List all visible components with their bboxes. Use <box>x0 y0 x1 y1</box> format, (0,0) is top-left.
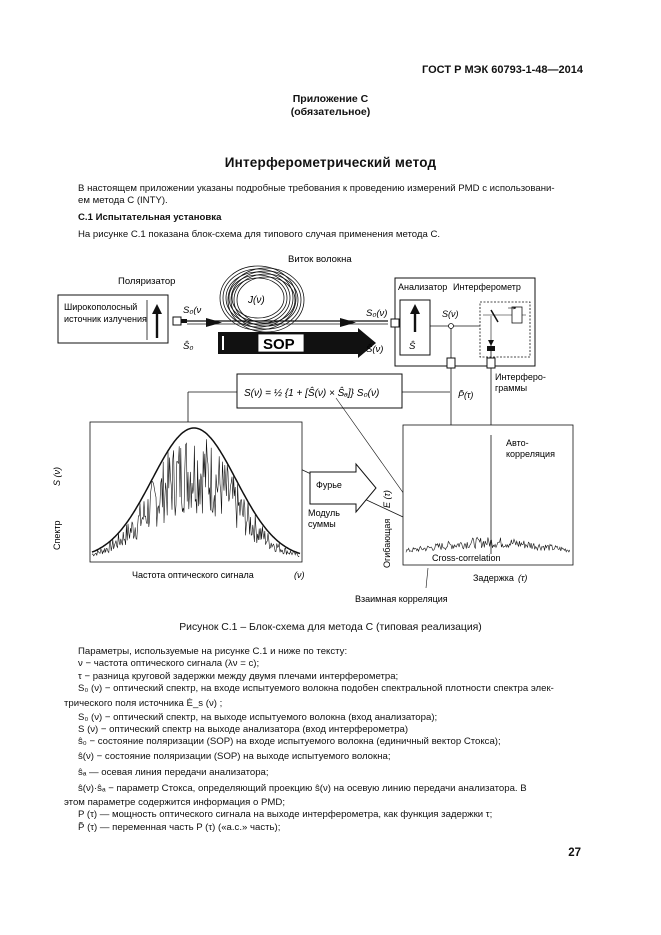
page-number: 27 <box>568 847 581 859</box>
modulus-label-line2: суммы <box>308 519 336 529</box>
param-line: ŝ(ν) − состояние поляризации (SOP) на вы… <box>78 750 391 762</box>
param-line: P (τ) — мощность оптического сигнала на … <box>78 809 493 821</box>
interferograms-label-line1: Интерферо- <box>495 372 546 382</box>
envelope-plot <box>402 424 574 566</box>
fourier-label: Фурье <box>316 480 342 490</box>
polarizer-connector-icon <box>172 316 182 326</box>
parameters-block: Параметры, используемые на рисунке С.1 и… <box>64 646 588 834</box>
spectrum-axis-label: Спектр <box>52 520 62 550</box>
param-line: S₀ (ν) − оптический спектр, на входе исп… <box>78 683 554 695</box>
output-spectrum-label: S₀(ν) <box>366 308 387 319</box>
output-sop-label: Ŝ(ν) <box>366 343 383 355</box>
param-line: ŝ(ν)·ŝₐ − параметр Стокса, определяющий … <box>78 782 527 794</box>
subsection-title: С.1 Испытательная установка <box>78 212 222 223</box>
delay-axis-symbol: (τ) <box>518 573 527 583</box>
broadband-source-box <box>57 294 169 344</box>
document-header: ГОСТ Р МЭК 60793-1-48—2014 <box>422 64 583 76</box>
envelope-axis-label: Огибающая <box>382 519 392 568</box>
param-line: S₀ (ν) − оптический спектр, на выходе ис… <box>78 711 438 723</box>
interferogram-symbol: P̃(τ) <box>458 389 473 400</box>
analyzer-sop-symbol: Ŝ <box>409 340 416 352</box>
mutual-correlation-label: Взаимная корреляция <box>355 594 448 604</box>
param-line: ν − частота оптического сигнала (λν = c)… <box>78 658 260 670</box>
interferometer-label: Интерферометр <box>453 282 521 292</box>
intro-line: В настоящем приложении указаны подробные… <box>78 183 555 194</box>
input-spectrum-label: S₀(ν <box>183 305 202 316</box>
analyzer-output-label: S(ν) <box>442 309 459 319</box>
sop-label: SOP <box>263 336 295 353</box>
spectrum-plot <box>89 421 303 563</box>
input-sop-label: Ŝ₀ <box>183 340 193 352</box>
interferograms-label-line2: граммы <box>495 383 527 393</box>
fourier-arrow-icon <box>309 462 377 514</box>
appendix-title: Приложение С <box>292 93 369 105</box>
param-line: ŝ₀ − состояние поляризации (SOP) на вход… <box>78 736 501 748</box>
param-line: трического поля источника Ė_s (ν) ; <box>64 697 223 709</box>
formula-text: S(ν) = ½ {1 + [Ŝ(ν) × Ŝₐ]} S₀(ν) <box>244 386 379 399</box>
intro-line: ем метода С (INTY). <box>78 195 168 207</box>
subsection-text: На рисунке С.1 показана блок-схема для т… <box>78 229 441 240</box>
polarizer-label: Поляризатор <box>118 276 175 287</box>
source-label-line1: Широкополосный <box>64 302 137 312</box>
modulus-label-line1: Модуль <box>308 508 340 518</box>
fiber-loop-label: Виток волокна <box>288 254 352 265</box>
param-line: τ − разница круговой задержки между двум… <box>78 670 399 682</box>
param-line: S (ν) − оптический спектр на выходе анал… <box>78 724 409 736</box>
delay-axis-label: Задержка <box>473 573 514 583</box>
intro-paragraph: В настоящем приложении указаны подробные… <box>78 183 588 208</box>
param-line: P̃ (τ) — переменная часть P (τ) («а.с.» … <box>78 821 281 833</box>
param-line: этом параметре содержится информация о P… <box>64 796 285 808</box>
envelope-axis-symbol: E (τ) <box>382 490 392 508</box>
spectrum-axis-symbol: S (ν) <box>52 467 62 486</box>
autocorrelation-label-line1: Авто- <box>506 438 529 448</box>
autocorrelation-label-line2: корреляция <box>506 449 555 459</box>
source-label-line2: источник излучения <box>64 314 147 324</box>
frequency-axis-label: Частота оптического сигнала <box>132 570 254 580</box>
cross-correlation-label: Cross-correlation <box>432 553 501 563</box>
appendix-note: (обязательное) <box>290 106 371 118</box>
jones-matrix-label: J(ν) <box>247 295 265 306</box>
figure-caption: Рисунок С.1 – Блок-схема для метода С (т… <box>179 622 482 633</box>
block-diagram-figure: Виток волокна J(ν) Поляризатор Широкопол… <box>52 254 574 604</box>
frequency-axis-symbol: (ν) <box>294 570 305 580</box>
section-title: Интерферометрический метод <box>224 155 437 170</box>
formula-box <box>236 373 403 409</box>
param-line: ŝₐ — осевая линия передачи анализатора; <box>78 766 269 778</box>
analyzer-label: Анализатор <box>398 282 447 292</box>
parameters-intro: Параметры, используемые на рисунке С.1 и… <box>78 646 348 657</box>
